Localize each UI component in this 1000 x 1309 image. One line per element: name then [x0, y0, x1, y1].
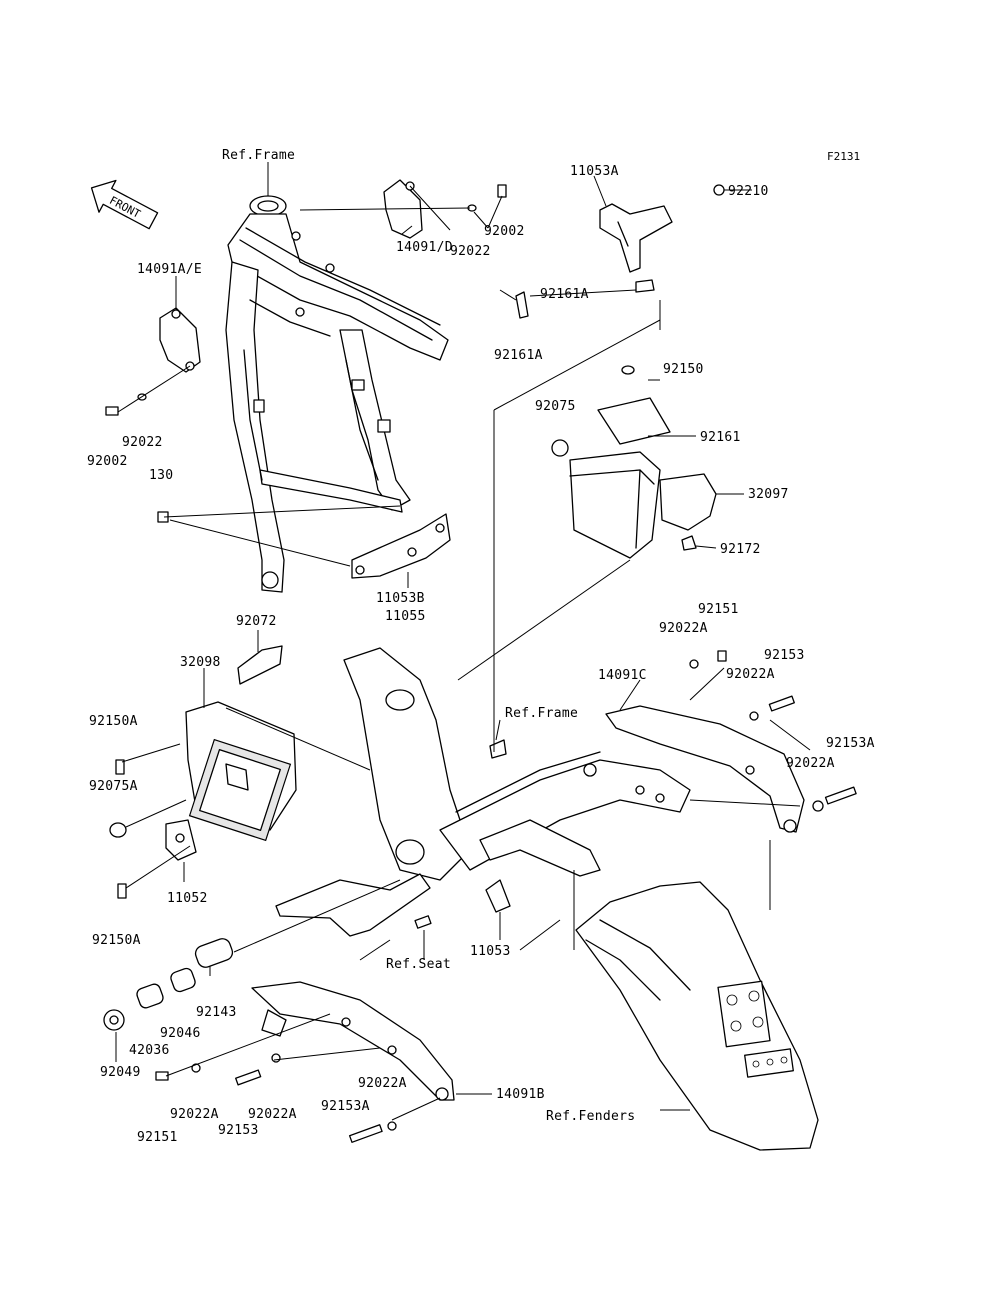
- label-11053: 11053: [470, 944, 511, 959]
- label-92150a-bot: 92150A: [92, 933, 141, 948]
- label-92150: 92150: [663, 362, 704, 377]
- label-11052: 11052: [167, 891, 208, 906]
- cover-14091ae: [159, 307, 201, 373]
- label-92022a-r1: 92022A: [659, 621, 708, 636]
- label-11053b: 11053B: [376, 591, 425, 606]
- bolt-92150a-bot: [117, 883, 127, 899]
- battery-cover-32098: [185, 701, 297, 842]
- washer-92022a-r3: [812, 800, 824, 812]
- label-92153-bot: 92153: [218, 1123, 259, 1138]
- front-arrow-icon: FRONT: [90, 179, 159, 230]
- ref-frame-mid-label: Ref.Frame: [505, 706, 578, 721]
- bolt-92153-right: [768, 695, 795, 712]
- label-92049: 92049: [100, 1065, 141, 1080]
- ref-seat-label: Ref.Seat: [386, 957, 451, 972]
- label-92022a-r2: 92022A: [726, 667, 775, 682]
- label-11055: 11055: [385, 609, 426, 624]
- label-92075a: 92075A: [89, 779, 138, 794]
- bolt-92002-left: [105, 393, 147, 416]
- washer-92022a-b3: [387, 1121, 397, 1131]
- label-92151-right: 92151: [698, 602, 739, 617]
- bolt-92153a-right: [824, 786, 857, 805]
- label-92002-left: 92002: [87, 454, 128, 469]
- label-14091d: 14091/D: [396, 240, 453, 255]
- label-92046: 92046: [160, 1026, 201, 1041]
- lower-bracket: [275, 873, 431, 937]
- part-labels: Ref.Frame 14091A/E 14091/D 92002 92022 9…: [87, 148, 875, 1145]
- ref-fenders-label: Ref.Fenders: [546, 1109, 635, 1124]
- bolt-92151-bot: [155, 1071, 169, 1081]
- label-92022-left: 92022: [122, 435, 163, 450]
- label-42036: 42036: [129, 1043, 170, 1058]
- cover-92072: [237, 645, 283, 685]
- bracket-11052: [165, 819, 197, 861]
- leader-lines: [115, 162, 811, 1121]
- washer-92022a-b1: [191, 1063, 201, 1073]
- rear-fender: [575, 881, 819, 1151]
- label-32098: 32098: [180, 655, 221, 670]
- label-92172: 92172: [720, 542, 761, 557]
- bolt-92151-right: [717, 650, 727, 662]
- label-92210: 92210: [728, 184, 769, 199]
- label-14091c: 14091C: [598, 668, 647, 683]
- ref-frame-top-label: Ref.Frame: [222, 148, 295, 163]
- bracket-11053a: [515, 184, 725, 319]
- label-92022a-r3: 92022A: [786, 756, 835, 771]
- label-92150a-top: 92150A: [89, 714, 138, 729]
- label-11053a: 11053A: [570, 164, 619, 179]
- main-frame: [225, 195, 449, 593]
- label-14091b: 14091B: [496, 1087, 545, 1102]
- bolt-92153-bot: [235, 1069, 262, 1086]
- label-92151-bot: 92151: [137, 1130, 178, 1145]
- cover-14091c: [605, 705, 805, 833]
- label-92143: 92143: [196, 1005, 237, 1020]
- bracket-11053b: [351, 513, 451, 579]
- label-92072: 92072: [236, 614, 277, 629]
- label-92022a-b3: 92022A: [358, 1076, 407, 1091]
- label-92153a-right: 92153A: [826, 736, 875, 751]
- bolt-92150a-top: [115, 759, 125, 775]
- bolt-92153a-bot: [348, 1124, 383, 1143]
- figure-code: F2131: [827, 150, 860, 163]
- bolt-92002-top: [467, 184, 507, 212]
- lower-frame: [343, 647, 691, 929]
- label-92022a-b1: 92022A: [170, 1107, 219, 1122]
- label-92153a-bot: 92153A: [321, 1099, 370, 1114]
- label-92022-top: 92022: [450, 244, 491, 259]
- battery-case-32097: [551, 365, 717, 559]
- label-32097: 32097: [748, 487, 789, 502]
- washer-92022a-b2: [271, 1053, 281, 1063]
- washer-92022a-r1: [689, 659, 699, 669]
- label-92002-top: 92002: [484, 224, 525, 239]
- sleeves: [103, 938, 234, 1031]
- label-14091ae: 14091A/E: [137, 262, 202, 277]
- label-92161a-b: 92161A: [494, 348, 543, 363]
- grommet-92075a: [109, 822, 127, 838]
- washer-92022a-r2: [749, 711, 759, 721]
- cover-14091b: [251, 981, 455, 1101]
- label-130: 130: [149, 468, 173, 483]
- label-92161: 92161: [700, 430, 741, 445]
- label-92153-right: 92153: [764, 648, 805, 663]
- label-92075: 92075: [535, 399, 576, 414]
- label-92161a-a: 92161A: [540, 287, 589, 302]
- label-92022a-b2: 92022A: [248, 1107, 297, 1122]
